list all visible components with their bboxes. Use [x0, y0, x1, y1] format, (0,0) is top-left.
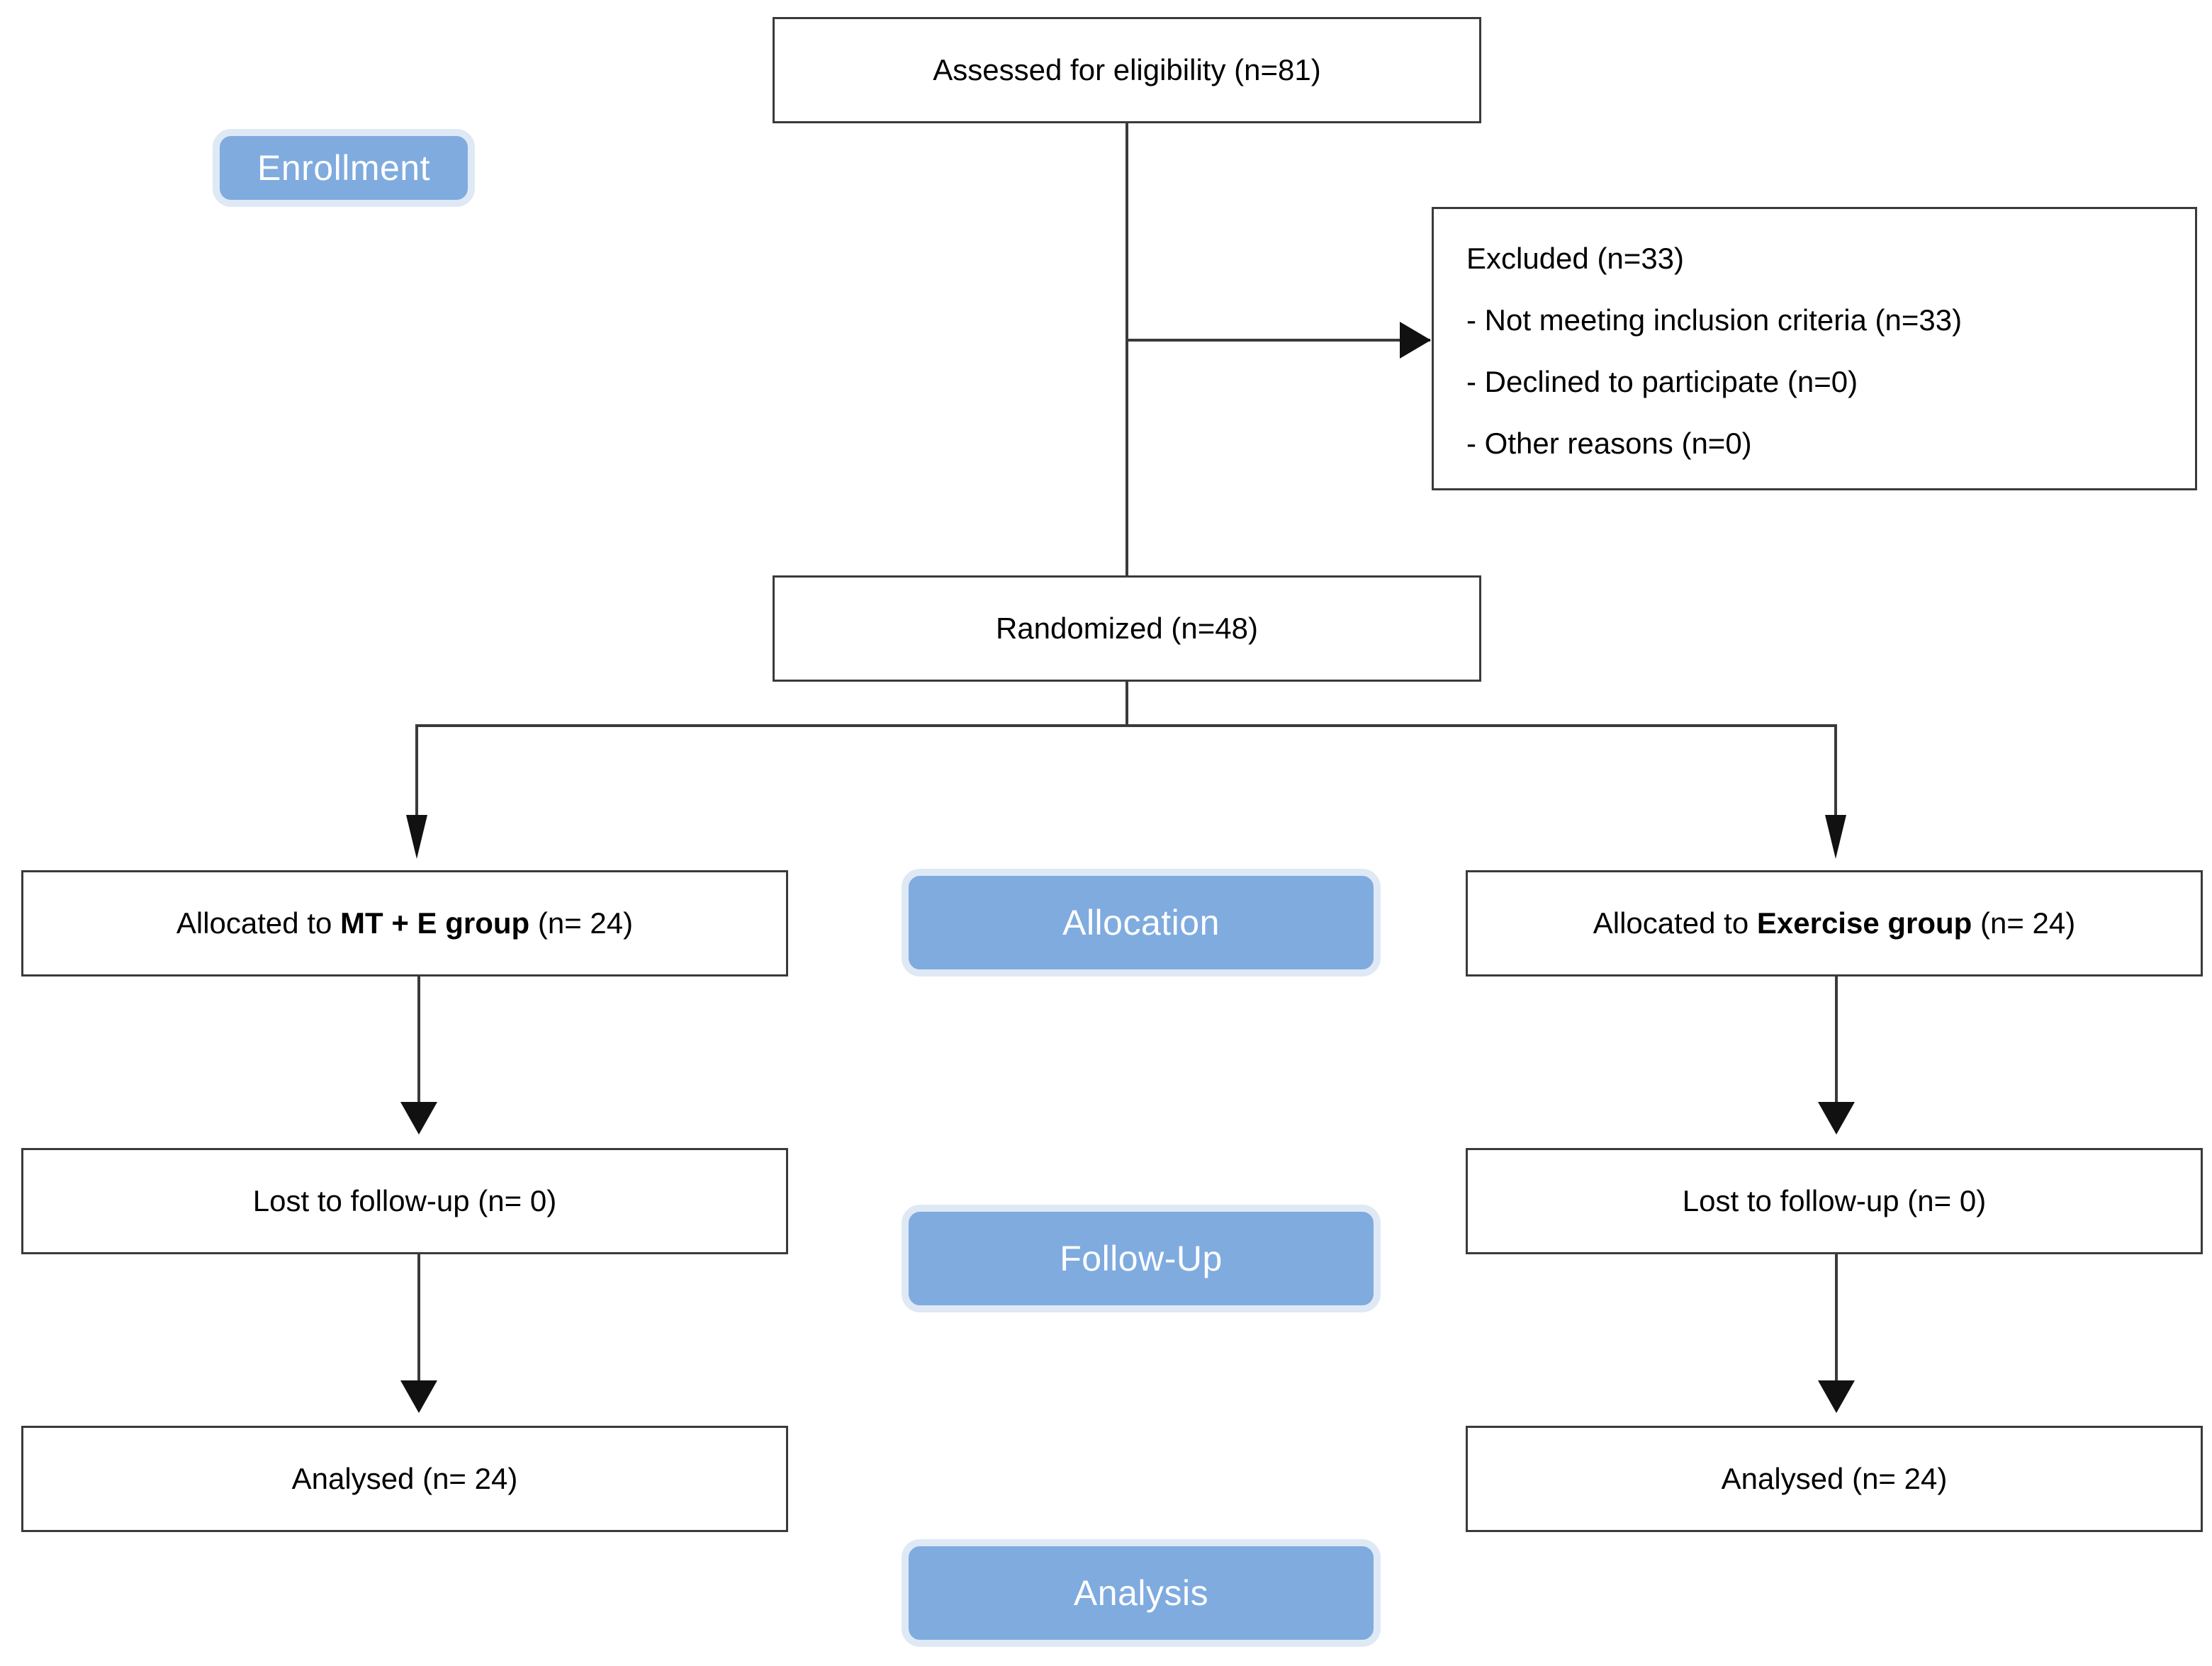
connector-assessed-to-excluded [1125, 339, 1430, 342]
arrowhead-to-lost-left [400, 1102, 437, 1135]
connector-randomized-to-right-arm [1834, 724, 1837, 832]
connector-lost-left-to-analysed-left [417, 1254, 420, 1389]
allocated-right-group: Exercise group [1756, 906, 1972, 940]
stage-badge-enrollment: Enrollment [213, 129, 475, 207]
arrowhead-to-allocated-right [1825, 815, 1846, 859]
connector-randomized-to-left-arm [415, 724, 418, 832]
connector-randomized-split-bar [415, 724, 1837, 727]
stage-label-analysis: Analysis [1073, 1573, 1209, 1613]
allocated-left-prefix: Allocated to [176, 906, 341, 940]
excluded-heading: Excluded (n=33) [1466, 242, 1685, 275]
arrowhead-to-lost-right [1818, 1102, 1855, 1135]
box-allocated-left: Allocated to MT + E group (n= 24) [21, 870, 788, 976]
connector-allocated-left-to-lost-left [417, 976, 420, 1111]
box-analysed-left: Analysed (n= 24) [21, 1426, 788, 1532]
allocated-left-group: MT + E group [340, 906, 530, 940]
box-excluded: Excluded (n=33) - Not meeting inclusion … [1432, 207, 2197, 490]
box-allocated-right: Allocated to Exercise group (n= 24) [1466, 870, 2203, 976]
box-assessed-for-eligibility: Assessed for eligibility (n=81) [773, 17, 1481, 123]
stage-label-allocation: Allocation [1062, 903, 1220, 942]
box-allocated-left-text: Allocated to MT + E group (n= 24) [176, 902, 633, 945]
excluded-reason-1: - Not meeting inclusion criteria (n=33) [1466, 303, 1963, 337]
stage-badge-followup: Follow-Up [902, 1205, 1381, 1312]
box-allocated-right-text: Allocated to Exercise group (n= 24) [1593, 902, 2076, 945]
box-randomized: Randomized (n=48) [773, 575, 1481, 682]
box-lost-right: Lost to follow-up (n= 0) [1466, 1148, 2203, 1254]
arrowhead-to-allocated-left [406, 815, 427, 859]
arrowhead-to-excluded [1400, 322, 1431, 359]
connector-allocated-right-to-lost-right [1835, 976, 1838, 1111]
connector-assessed-to-randomized [1125, 123, 1128, 577]
box-analysed-right-text: Analysed (n= 24) [1721, 1461, 1948, 1495]
box-assessed-text: Assessed for eligibility (n=81) [933, 52, 1321, 86]
stage-badge-analysis: Analysis [902, 1539, 1381, 1647]
box-analysed-right: Analysed (n= 24) [1466, 1426, 2203, 1532]
excluded-reason-2: - Declined to participate (n=0) [1466, 364, 1858, 398]
stage-label-enrollment: Enrollment [257, 148, 430, 188]
box-analysed-left-text: Analysed (n= 24) [291, 1461, 518, 1495]
arrowhead-to-analysed-left [400, 1380, 437, 1413]
connector-randomized-stem [1125, 682, 1128, 727]
box-lost-left: Lost to follow-up (n= 0) [21, 1148, 788, 1254]
excluded-reason-3: - Other reasons (n=0) [1466, 426, 1752, 460]
box-lost-left-text: Lost to follow-up (n= 0) [252, 1183, 557, 1217]
connector-lost-right-to-analysed-right [1835, 1254, 1838, 1389]
box-randomized-text: Randomized (n=48) [995, 611, 1259, 645]
allocated-right-suffix: (n= 24) [1972, 906, 2076, 940]
arrowhead-to-analysed-right [1818, 1380, 1855, 1413]
allocated-right-prefix: Allocated to [1593, 906, 1757, 940]
box-lost-right-text: Lost to follow-up (n= 0) [1682, 1183, 1987, 1217]
stage-label-followup: Follow-Up [1060, 1239, 1223, 1278]
stage-badge-allocation: Allocation [902, 869, 1381, 976]
allocated-left-suffix: (n= 24) [529, 906, 634, 940]
